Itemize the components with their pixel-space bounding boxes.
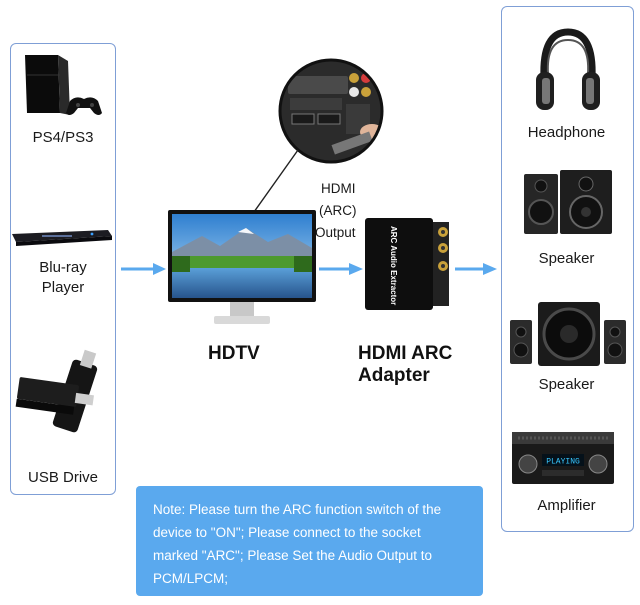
amplifier-icon: PLAYING xyxy=(512,432,614,484)
output-label-headphone: Headphone xyxy=(527,124,606,141)
source-label-bluray-text: Blu-ray Player xyxy=(39,259,87,296)
arrow-tv-to-adapter xyxy=(319,263,363,275)
bookshelf-speaker-icon xyxy=(524,170,612,234)
output-label-amplifier: Amplifier xyxy=(537,497,596,514)
adapter-label-line2: Adapter xyxy=(358,365,430,386)
output-label-speaker-1: Speaker xyxy=(538,250,595,267)
source-label-ps: PS4/PS3 xyxy=(32,129,94,146)
arc-adapter-icon: ARC Audio Extractor xyxy=(365,218,449,310)
adapter-device-text: ARC Audio Extractor xyxy=(389,226,398,305)
adapter-label: HDMI ARC Adapter xyxy=(358,343,452,387)
game-console-icon xyxy=(25,55,102,115)
output-label-line2: (ARC) xyxy=(319,203,357,218)
headphone-icon xyxy=(536,28,600,110)
note-box: Note: Please turn the ARC function switc… xyxy=(136,486,483,596)
hdtv-icon xyxy=(168,210,316,324)
source-label-bluray: Blu-ray Player xyxy=(10,258,116,298)
adapter-label-line1: HDMI ARC xyxy=(358,343,453,364)
output-label-speaker-2: Speaker xyxy=(538,376,595,393)
hdmi-port-closeup xyxy=(278,58,384,164)
amplifier-display-text: PLAYING xyxy=(546,458,580,467)
hdmi-arc-output-label: HDMI (ARC) Output xyxy=(308,178,372,244)
usb-drive-icon xyxy=(15,349,98,433)
hdtv-label: HDTV xyxy=(208,343,260,364)
output-label-line3: Output xyxy=(315,225,356,240)
bluray-player-icon xyxy=(12,230,112,246)
source-label-usb: USB Drive xyxy=(27,469,98,486)
note-text: Note: Please turn the ARC function switc… xyxy=(153,502,442,586)
output-label-line1: HDMI xyxy=(321,181,356,196)
subwoofer-speaker-icon xyxy=(510,302,626,366)
arrow-adapter-to-outputs xyxy=(455,263,497,275)
arrow-sources-to-tv xyxy=(121,263,166,275)
closeup-pointer-line xyxy=(253,149,299,213)
